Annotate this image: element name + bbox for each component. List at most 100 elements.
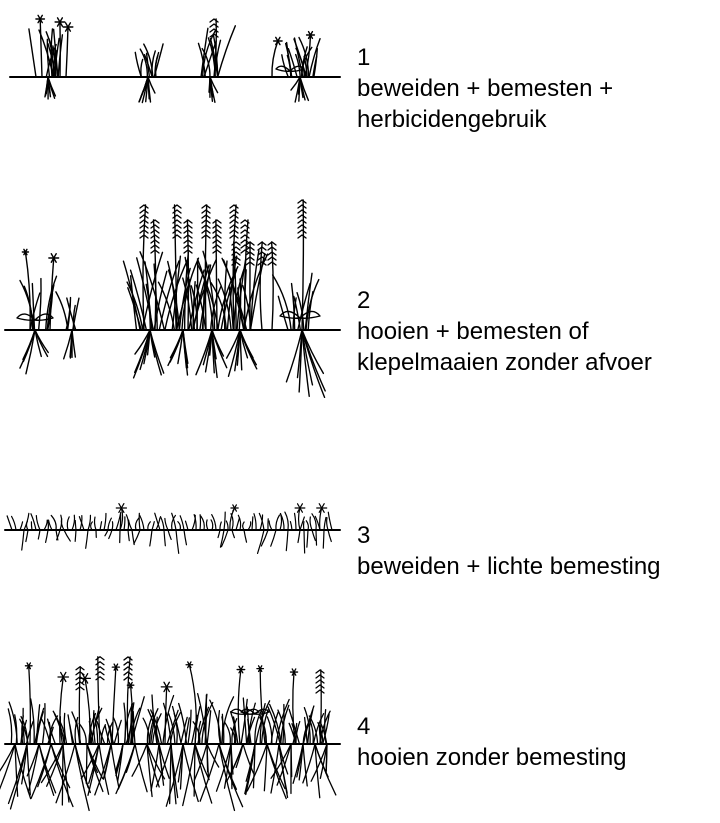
panel-caption-line: klepelmaaien zonder afvoer <box>357 347 652 378</box>
seed-head <box>213 240 221 243</box>
seed-head <box>298 210 306 213</box>
panel-4: 4 hooien zonder bemesting <box>0 640 720 823</box>
seed-head <box>230 210 238 213</box>
grass-blade <box>126 515 128 530</box>
grass-blade <box>31 522 32 530</box>
root <box>0 744 15 781</box>
seed-head <box>298 220 306 223</box>
grass-blade <box>49 520 52 530</box>
seed-head <box>241 235 249 238</box>
root <box>109 530 112 539</box>
flower-petal <box>298 504 300 508</box>
panel-number: 4 <box>357 711 627 742</box>
panel-2: 2 hooien + bemesten of klepelmaaien zond… <box>0 190 720 420</box>
grass-blade <box>165 518 168 530</box>
root <box>184 530 186 545</box>
root <box>164 530 165 546</box>
root <box>304 530 305 553</box>
seed-head <box>213 235 221 238</box>
vegetation-drawing-1 <box>0 0 350 180</box>
root <box>150 330 164 373</box>
seed-head <box>140 215 148 218</box>
flower-stem <box>272 41 278 77</box>
flower-stem <box>238 670 241 744</box>
flower-stem <box>98 657 100 744</box>
grass-blade <box>252 517 253 530</box>
seed-head <box>124 672 132 675</box>
root <box>134 530 140 544</box>
grass-blade <box>44 520 47 530</box>
panel-label-1: 1 beweiden + bemesten + herbicidengebrui… <box>357 42 613 135</box>
seed-head <box>241 240 249 243</box>
root <box>328 530 331 541</box>
root <box>22 530 24 550</box>
panel-label-3: 3 beweiden + lichte bemesting <box>357 520 661 582</box>
flower-stem <box>260 242 262 330</box>
root <box>168 530 171 539</box>
flower-petal <box>319 504 321 508</box>
flower-petal <box>119 508 122 512</box>
flower-petal <box>322 508 324 512</box>
grass-blade <box>154 44 163 77</box>
flower-petal <box>167 682 170 687</box>
flower-stem <box>112 667 116 744</box>
root <box>298 530 300 542</box>
grass-blade <box>135 518 138 530</box>
panel-label-4: 4 hooien zonder bemesting <box>357 711 627 773</box>
seed-head <box>230 220 238 223</box>
panel-caption-line: hooien zonder bemesting <box>357 742 627 773</box>
grass-blade <box>218 26 236 77</box>
grass-blade <box>285 512 288 530</box>
seed-head <box>210 19 218 22</box>
seed-head <box>298 205 306 208</box>
flower-petal <box>121 504 124 508</box>
root <box>104 744 111 777</box>
seed-head <box>316 680 324 683</box>
leaf <box>276 66 290 71</box>
root <box>150 530 152 546</box>
grass-blade <box>236 518 239 530</box>
root <box>207 744 208 772</box>
root <box>200 744 219 801</box>
grass-blade <box>160 517 164 530</box>
root <box>323 530 324 548</box>
grass-blade <box>152 522 154 530</box>
grass-blade <box>94 517 96 530</box>
grass-blade <box>141 59 143 77</box>
root <box>35 330 48 356</box>
seed-head <box>173 230 181 233</box>
grass-blade <box>148 522 151 530</box>
root <box>86 530 88 548</box>
grass-blade <box>29 29 36 77</box>
seed-head <box>140 205 148 208</box>
grass-blade <box>290 522 292 530</box>
root <box>312 530 315 541</box>
grass-blade <box>56 292 68 330</box>
panel-3: 3 beweiden + lichte bemesting <box>0 490 720 590</box>
seed-head <box>316 675 324 678</box>
seed-head <box>241 245 249 248</box>
root <box>26 530 28 542</box>
grass-blade <box>224 512 225 530</box>
grass-blade <box>186 521 188 530</box>
grass-blade <box>100 522 102 530</box>
grass-blade <box>243 522 244 530</box>
root <box>46 530 48 542</box>
seed-head <box>140 210 148 213</box>
grass-blade <box>104 513 106 530</box>
flower-stem <box>40 19 42 77</box>
grass-blade <box>226 521 228 530</box>
seed-head <box>298 230 306 233</box>
flower-stem <box>299 508 300 530</box>
grass-blade <box>287 55 290 77</box>
grass-blade <box>140 515 144 530</box>
grass-blade <box>124 703 126 744</box>
grass-blade <box>51 515 56 530</box>
flower-petal <box>300 508 302 512</box>
grass-blade <box>108 518 111 530</box>
root <box>126 744 135 772</box>
grass-blade <box>20 522 23 530</box>
seed-head <box>124 662 132 665</box>
root <box>218 530 220 538</box>
seed-head <box>151 225 159 228</box>
